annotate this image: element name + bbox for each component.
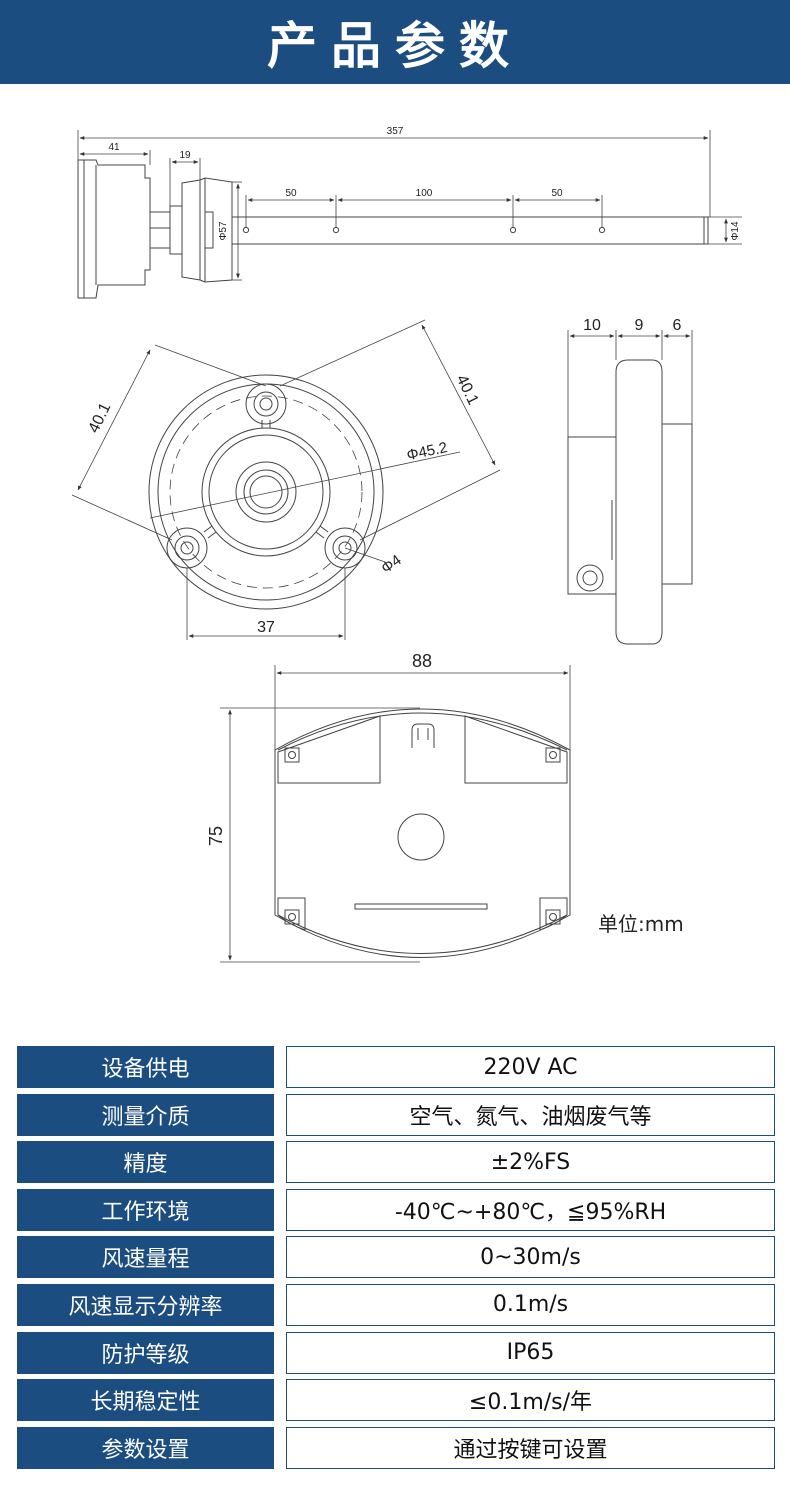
- param-label: 测量介质: [17, 1093, 274, 1136]
- dim-side-a: 10: [583, 317, 601, 334]
- param-row-environment: 工作环境 -40℃~+80℃，≦95%RH: [17, 1188, 775, 1231]
- param-row-settings: 参数设置 通过按键可设置: [17, 1426, 775, 1469]
- dim-side-b: 9: [635, 317, 644, 334]
- dim-flange-width: 19: [179, 150, 191, 161]
- params-table: 设备供电 220V AC 测量介质 空气、氮气、油烟废气等 精度 ±2%FS 工…: [17, 1046, 775, 1474]
- dim-hole-spacing-right: 40.1: [453, 372, 482, 408]
- dimension-drawing: 357 41 19 50 100 50 Φ57 Φ14: [71, 126, 742, 963]
- param-label: 长期稳定性: [17, 1379, 274, 1422]
- header-banner: 产品参数: [0, 0, 790, 84]
- dim-side-c: 6: [673, 317, 682, 334]
- dim-head-width: 41: [108, 142, 120, 153]
- param-row-accuracy: 精度 ±2%FS: [17, 1141, 775, 1184]
- dim-hole-spacing-left: 40.1: [85, 400, 114, 436]
- param-value: ≤0.1m/s/年: [286, 1379, 775, 1422]
- param-label: 风速显示分辨率: [17, 1283, 274, 1326]
- param-value: ±2%FS: [286, 1141, 775, 1184]
- param-value: 0~30m/s: [286, 1236, 775, 1279]
- dim-probe-dia: Φ14: [730, 221, 741, 241]
- param-value: -40℃~+80℃，≦95%RH: [286, 1188, 775, 1231]
- dim-box-height: 75: [206, 826, 226, 846]
- round-view-drawing: [148, 374, 384, 610]
- param-label: 精度: [17, 1141, 274, 1184]
- unit-label: 单位:mm: [598, 912, 684, 936]
- page-title: 产品参数: [267, 17, 523, 75]
- dim-circle-dia: Φ45.2: [405, 439, 449, 464]
- dim-base-spacing: 37: [257, 619, 275, 636]
- param-label: 工作环境: [17, 1188, 274, 1231]
- param-row-protection: 防护等级 IP65: [17, 1331, 775, 1374]
- param-value: 通过按键可设置: [286, 1426, 775, 1469]
- param-row-resolution: 风速显示分辨率 0.1m/s: [17, 1283, 775, 1326]
- param-value: IP65: [286, 1331, 775, 1374]
- profile-view-drawing: [567, 359, 693, 645]
- param-value: 220V AC: [286, 1046, 775, 1088]
- param-label: 风速量程: [17, 1236, 274, 1279]
- dim-spacing-a: 50: [285, 188, 297, 199]
- dim-hole-dia: Φ4: [378, 552, 404, 578]
- box-view-drawing: [274, 708, 571, 958]
- param-value: 空气、氮气、油烟废气等: [286, 1093, 775, 1136]
- param-label: 设备供电: [17, 1046, 274, 1088]
- param-label: 参数设置: [17, 1426, 274, 1469]
- dim-box-width: 88: [412, 651, 432, 671]
- param-row-power: 设备供电 220V AC: [17, 1046, 775, 1088]
- dim-flange-dia: Φ57: [218, 221, 229, 241]
- param-value: 0.1m/s: [286, 1283, 775, 1326]
- param-label: 防护等级: [17, 1331, 274, 1374]
- dim-spacing-b: 100: [416, 188, 433, 199]
- dim-total-length: 357: [387, 126, 404, 137]
- side-view-drawing: [77, 159, 709, 299]
- param-row-medium: 测量介质 空气、氮气、油烟废气等: [17, 1093, 775, 1136]
- dim-spacing-c: 50: [551, 188, 563, 199]
- param-row-stability: 长期稳定性 ≤0.1m/s/年: [17, 1379, 775, 1422]
- param-row-range: 风速量程 0~30m/s: [17, 1236, 775, 1279]
